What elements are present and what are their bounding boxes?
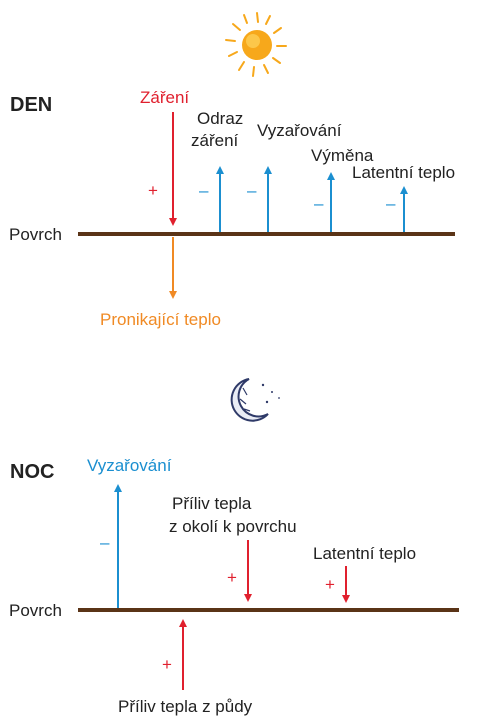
night-latent-label: Latentní teplo [313, 544, 416, 563]
night-emission-sign: – [100, 533, 110, 552]
day-exchange-label: Výměna [311, 146, 374, 165]
day-radiation-label: Záření [140, 88, 189, 107]
night-inflow-air-label-line2: z okolí k povrchu [169, 517, 297, 536]
day-reflected-sign: – [199, 181, 209, 200]
day-ground-label: Pronikající teplo [100, 310, 221, 329]
night-inflow-air-sign: + [227, 568, 237, 587]
day-radiation-sign: + [148, 181, 158, 200]
moon-icon [230, 378, 280, 422]
night-emission-label: Vyzařování [87, 456, 172, 475]
day-reflected-label-line1: Odraz [197, 109, 243, 128]
day-title: DEN [10, 94, 52, 116]
night-inflow-ground-sign: + [162, 655, 172, 674]
night-inflow-air-label-line1: Příliv tepla [172, 494, 252, 513]
day-surface-label: Povrch [9, 225, 62, 244]
night-title: NOC [10, 461, 54, 483]
day-exchange-sign: – [314, 194, 324, 213]
night-surface-label: Povrch [9, 601, 62, 620]
day-emission-label: Vyzařování [257, 121, 342, 140]
day-reflected-label-line2: záření [191, 131, 239, 150]
day-latent-sign: – [386, 194, 396, 213]
night-latent-sign: + [325, 575, 335, 594]
sun-icon [225, 12, 287, 77]
day-emission-sign: – [247, 181, 257, 200]
night-inflow-ground-label: Příliv tepla z půdy [118, 697, 253, 716]
day-latent-label: Latentní teplo [352, 163, 455, 182]
